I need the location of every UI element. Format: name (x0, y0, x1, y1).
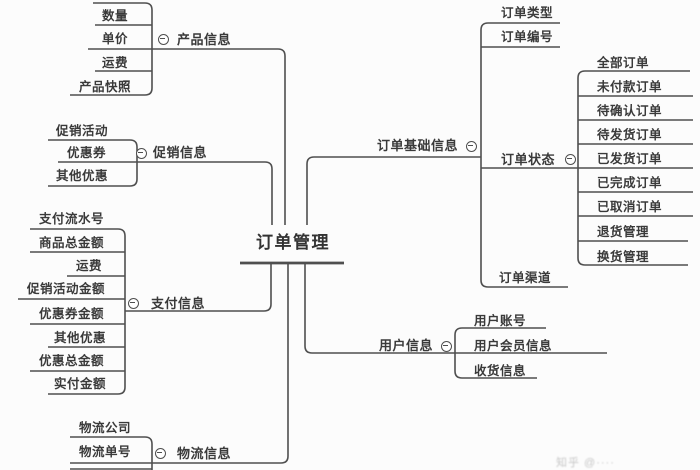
node-order-channel: 订单渠道 (499, 271, 552, 285)
node-other-discount-2: 其他优惠 (54, 331, 107, 345)
edge-basic-parent-spine (306, 156, 481, 225)
node-completed-orders: 已完成订单 (597, 176, 663, 190)
node-product-info: 产品信息 (177, 32, 232, 47)
edge-pay-spine (125, 263, 272, 312)
collapse-toggle-icon-order-status (564, 153, 576, 165)
node-quantity: 数量 (102, 9, 129, 23)
edge-user-spine (304, 263, 607, 354)
node-shipping-info: 收货信息 (474, 364, 527, 378)
node-user-info: 用户信息 (379, 338, 434, 353)
node-exchange-mgmt: 换货管理 (597, 250, 650, 264)
node-cancelled-orders: 已取消订单 (597, 200, 663, 214)
node-promo-info: 促销信息 (153, 145, 208, 160)
node-shipped-orders: 已发货订单 (597, 152, 663, 166)
minus-icon (157, 452, 163, 454)
edge-logistics-bracket (70, 436, 153, 470)
node-all-orders: 全部订单 (597, 56, 650, 70)
node-user-account: 用户账号 (474, 314, 527, 328)
node-goods-total: 商品总金额 (39, 236, 105, 250)
node-paid-amount: 实付金额 (54, 377, 107, 391)
node-promo-activity: 促销活动 (56, 124, 109, 138)
edge-logistics-spine (70, 263, 289, 464)
collapse-toggle-icon-payment-info (127, 297, 139, 309)
minus-icon (130, 302, 136, 304)
node-freight: 运费 (102, 56, 129, 70)
node-freight-2: 运费 (76, 259, 103, 273)
collapse-toggle-icon-promo-info (135, 147, 147, 159)
node-product-snapshot: 产品快照 (79, 80, 132, 94)
node-unpaid-orders: 未付款订单 (597, 80, 663, 94)
node-payment-serial: 支付流水号 (39, 212, 105, 226)
node-order-no: 订单编号 (501, 30, 554, 44)
node-coupon-amount: 优惠券金额 (39, 307, 105, 321)
node-order-type: 订单类型 (501, 6, 554, 20)
edge-basic-bracket (480, 22, 568, 288)
node-unit-price: 单价 (102, 32, 129, 46)
node-payment-info: 支付信息 (151, 296, 206, 311)
minus-icon (468, 145, 474, 147)
edge-product-bracket (70, 2, 153, 96)
collapse-toggle-icon-user-info (440, 340, 452, 352)
node-to-confirm-orders: 待确认订单 (597, 104, 663, 118)
collapse-toggle-icon-logistics-info (154, 447, 166, 459)
collapse-toggle-icon-order-basic-info (465, 140, 477, 152)
node-logistics-no: 物流单号 (79, 445, 132, 459)
node-promo-amount: 促销活动金额 (27, 282, 106, 296)
edge-user-bracket (454, 327, 546, 379)
minus-icon (443, 345, 449, 347)
node-logistics-info: 物流信息 (177, 446, 232, 461)
watermark: 知乎 @···· (556, 457, 615, 469)
edge-promo-bracket (48, 139, 138, 187)
minus-icon (138, 152, 144, 154)
minus-icon (160, 38, 166, 40)
node-logistics-company: 物流公司 (79, 421, 132, 435)
node-order-basic-info: 订单基础信息 (377, 138, 459, 153)
minus-icon (567, 158, 573, 160)
node-discount-total: 优惠总金额 (39, 354, 105, 368)
edge-promo-spine (58, 161, 273, 225)
collapse-toggle-icon-product-info (157, 33, 169, 45)
root-node-order-management: 订单管理 (256, 233, 330, 252)
node-order-status: 订单状态 (501, 152, 556, 167)
node-other-discount: 其他优惠 (56, 169, 109, 183)
node-coupon: 优惠券 (67, 146, 107, 160)
edge-product-spine (88, 48, 286, 225)
node-user-member-info: 用户会员信息 (474, 339, 553, 353)
edge-pay-bracket (30, 228, 126, 395)
node-to-ship-orders: 待发货订单 (597, 128, 663, 142)
node-return-mgmt: 退货管理 (597, 225, 650, 239)
